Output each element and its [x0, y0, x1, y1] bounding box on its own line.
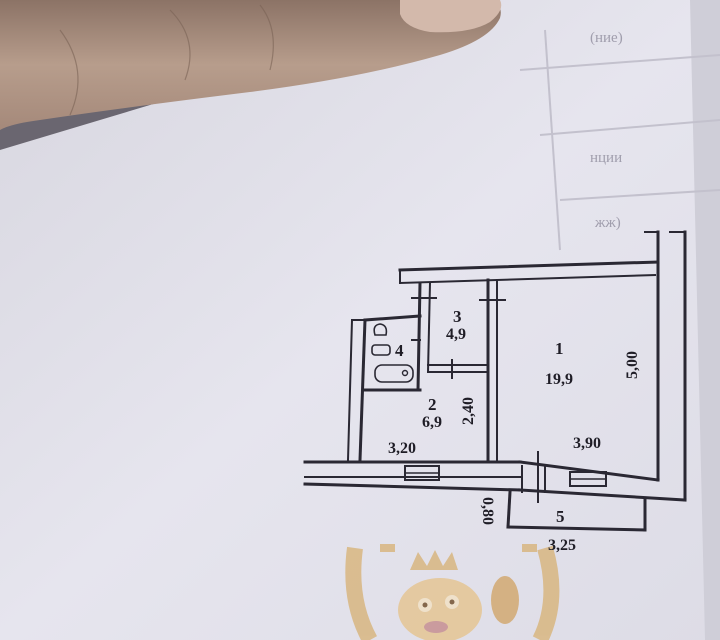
finger: [0, 0, 501, 130]
background-text-2: нции: [590, 150, 623, 166]
stamp-logo: [345, 544, 560, 640]
dimension-balcony-width: 3,25: [548, 537, 576, 554]
dimension-corridor-height: 2,40: [460, 397, 477, 425]
dimension-balcony-depth: 0,80: [479, 497, 496, 525]
room-1-number: 1: [555, 339, 564, 358]
floor-plan: [303, 230, 687, 532]
room-2-number: 2: [428, 395, 437, 414]
room-3-number: 3: [453, 307, 462, 326]
fingernail: [400, 0, 502, 33]
background-text-3: жж): [595, 215, 621, 231]
room-4-number: 4: [395, 341, 404, 360]
dimension-bottom-left: 3,20: [388, 440, 416, 457]
form-lines: [519, 29, 720, 251]
room-2-area: 6,9: [422, 414, 442, 431]
room-3-area: 4,9: [446, 326, 466, 343]
room-1-area: 19,9: [545, 371, 573, 388]
dimension-right-height: 5,00: [624, 351, 641, 379]
room-5-number: 5: [556, 507, 565, 526]
background-text-1: (ние): [590, 30, 623, 46]
finger-creases: [59, 4, 274, 116]
dimension-bottom-right: 3,90: [573, 435, 601, 452]
paper-back-sheet: [690, 0, 720, 640]
